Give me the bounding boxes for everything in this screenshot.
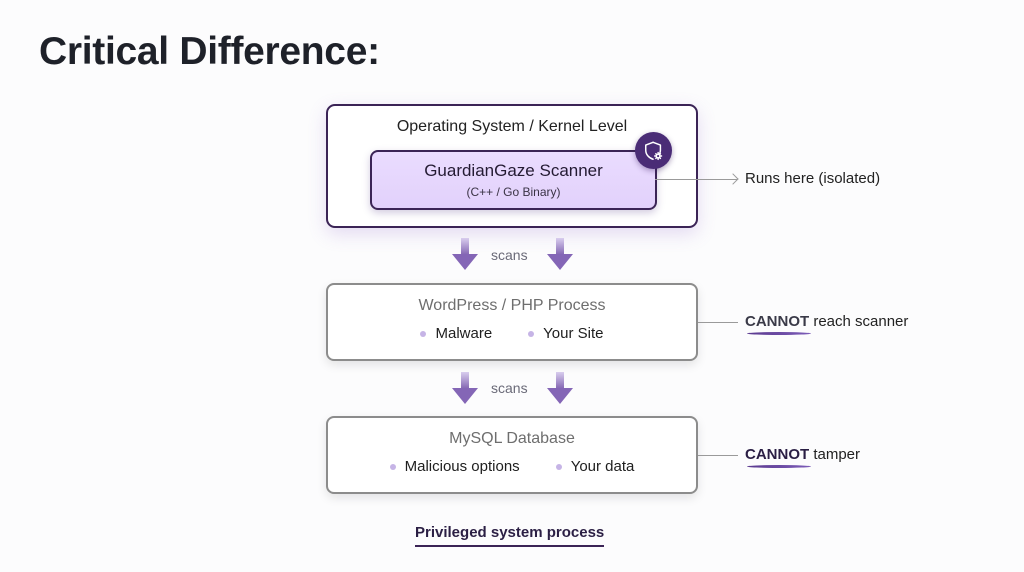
list-item: Your data [555,458,634,475]
bullet-icon [528,330,535,337]
mysql-connector-line [698,455,738,456]
wordpress-layer-title: WordPress / PHP Process [418,297,606,314]
arrow-down-icon [452,238,478,270]
cannot-emphasis: CANNOT [745,313,812,335]
arrow-down-icon [547,238,573,270]
runs-here-annotation: Runs here (isolated) [745,170,881,187]
bullet-icon [420,330,427,337]
wordpress-php-layer: WordPress / PHP Process Malware Your Sit… [326,283,698,361]
runs-here-connector [655,179,737,180]
wordpress-connector-line [698,322,738,323]
shield-gear-icon [635,132,672,169]
scanner-name: GuardianGaze Scanner [424,161,603,180]
bullet-icon [555,463,562,470]
mysql-annotation: CANNOT tamper [745,446,861,468]
mysql-layer: MySQL Database Malicious options Your da… [326,416,698,494]
scans-label: scans [491,247,528,263]
list-item: Your Site [528,325,604,342]
cannot-emphasis: CANNOT [745,446,812,468]
page-title: Critical Difference: [39,30,380,73]
list-item: Malicious options [389,458,520,475]
scanner-subtitle: (C++ / Go Binary) [466,185,561,199]
arrow-down-icon [452,372,478,404]
scans-label: scans [491,380,528,396]
os-kernel-layer: Operating System / Kernel Level Guardian… [326,104,698,228]
footer-caption: Privileged system process [415,524,605,547]
arrow-down-icon [547,372,573,404]
wordpress-annotation: CANNOT reach scanner [745,313,909,335]
scanner-box: GuardianGaze Scanner (C++ / Go Binary) [370,150,657,210]
arrow-right-icon [727,173,739,185]
bullet-icon [389,463,396,470]
list-item: Malware [420,325,492,342]
os-layer-label: Operating System / Kernel Level [396,118,628,135]
mysql-layer-title: MySQL Database [449,430,575,447]
